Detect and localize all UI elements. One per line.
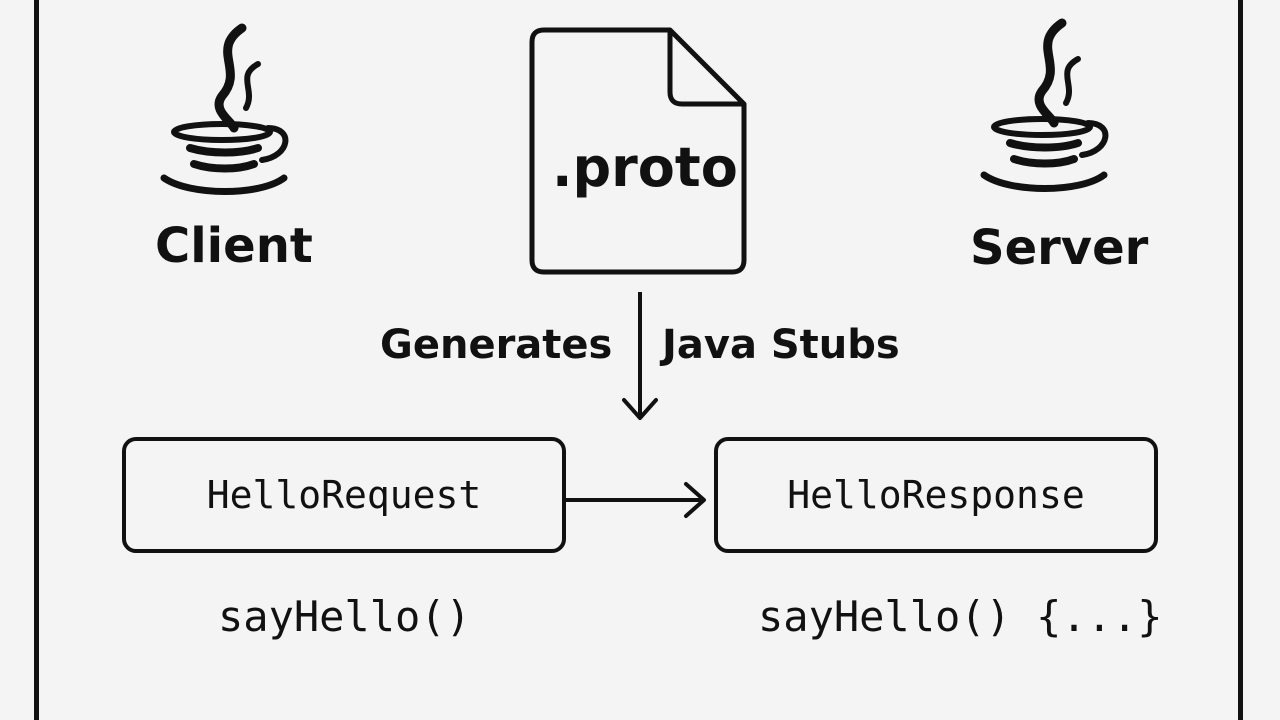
client-label: Client [155,218,313,274]
generate-arrow [622,292,658,420]
server-method-label: sayHello() {...} [758,592,1163,641]
hello-request-label: HelloRequest [206,473,482,517]
hello-response-box: HelloResponse [714,437,1158,553]
generates-caption: Generates [380,322,613,368]
proto-file-icon [529,27,747,275]
hello-response-label: HelloResponse [787,473,1085,517]
java-stubs-caption: Java Stubs [662,322,900,368]
frame-left-border [34,0,39,720]
client-java-cup-icon [160,23,289,195]
proto-file-label: .proto [552,136,738,199]
server-java-cup-icon [980,18,1109,192]
server-label: Server [970,220,1149,276]
frame-right-border [1238,0,1243,720]
client-method-label: sayHello() [218,592,471,641]
hello-request-box: HelloRequest [122,437,566,553]
request-to-response-arrow [566,482,706,518]
